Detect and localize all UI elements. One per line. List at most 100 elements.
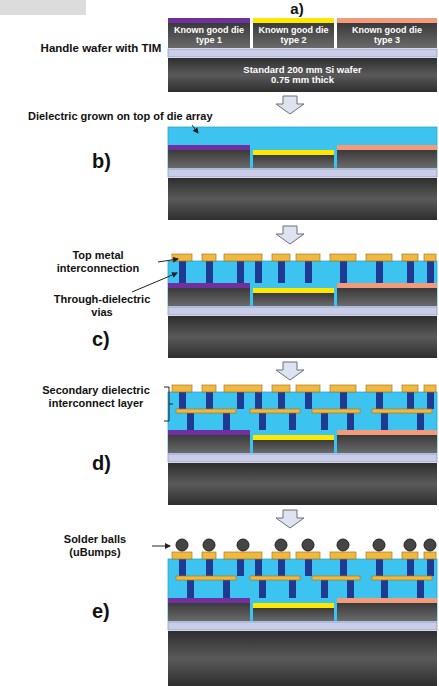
solder-ball [337,539,349,551]
layer-shape [224,254,262,261]
layer-shape [172,552,192,559]
layer-shape [168,454,437,462]
layer-shape [424,254,436,261]
die-box: Known good die type 3 [337,18,437,48]
layer-shape [168,463,437,505]
layer-shape [187,413,194,430]
layer-shape [272,552,290,559]
layer-shape [253,440,334,453]
layer-shape [278,261,285,283]
step-label: b) [92,150,126,173]
layer-shape [296,254,320,261]
layer-shape [372,409,432,413]
layer-shape [237,261,244,283]
layer-shape [417,580,424,598]
layer-shape [340,261,347,283]
layer-shape [168,430,250,435]
layer-shape [168,127,437,168]
callout-label: Through-dielectric vias [52,293,152,318]
layer-shape [223,580,230,598]
layer-shape [253,608,334,621]
layer-shape [272,385,290,392]
solder-ball [404,539,416,551]
solder-ball [176,539,188,551]
layer-shape [259,413,266,430]
layer-shape [255,261,262,283]
layer-shape [168,559,437,621]
layer-shape [289,580,296,598]
layer-shape [224,385,262,392]
layer-shape [305,392,312,409]
layer-shape [168,288,250,306]
layer-shape [179,261,186,283]
callout-label: Top metal interconnection [40,249,156,274]
layer-shape [402,552,418,559]
callout-label: Secondary dielectric interconnect layer [30,384,162,409]
layer-shape [253,288,334,293]
solder-ball [373,539,385,551]
layer-shape [321,413,328,430]
layer-shape [168,145,250,150]
layer-shape [237,392,244,409]
layer-shape [168,307,437,315]
layer-shape [206,261,213,283]
layer-shape [424,385,436,392]
layer-shape [259,580,266,598]
layer-shape [337,283,437,288]
layer-shape [366,254,392,261]
solder-ball [302,539,314,551]
step-label: a) [282,0,312,17]
layer-shape [330,385,356,392]
layer-shape [168,150,250,168]
layer-shape [168,283,250,288]
layer-shape [427,392,434,409]
layer-shape [337,288,437,306]
layer-shape [347,580,354,598]
layer-shape [168,178,437,220]
layer-shape [278,392,285,409]
layer-shape [381,580,388,598]
layer-shape [305,261,312,283]
layer-shape [168,631,437,686]
layer-shape [253,293,334,306]
layer-shape [312,409,360,413]
layer-shape [337,145,437,150]
layer-shape [168,435,250,453]
solder-ball [424,539,436,551]
layer-shape [253,150,334,155]
layer-shape [168,316,437,358]
solder-ball [275,539,287,551]
layer-shape [372,576,432,580]
layer-shape [402,385,418,392]
layer-shape [312,576,360,580]
layer-shape [296,552,320,559]
node-text: Known good die type 1 [171,26,247,46]
layer-shape [417,413,424,430]
node-text: Standard 200 mm Si wafer 0.75 mm thick [238,65,368,86]
layer-shape [250,409,300,413]
layer-shape [340,392,347,409]
layer-shape [255,392,262,409]
wafer-box: Standard 200 mm Si wafer 0.75 mm thick [168,58,437,92]
layer-shape [172,385,192,392]
layer-shape [179,559,186,576]
callout-label: Handle wafer with TIM [38,42,164,55]
layer-shape [179,392,186,409]
layer-shape [376,559,383,576]
layer-shape [202,254,216,261]
layer-shape [366,552,392,559]
layer-shape [407,392,414,409]
step-label: c) [92,328,126,351]
layer-shape [206,392,213,409]
layer-shape [272,254,290,261]
layer-shape [224,552,262,559]
solder-ball [203,539,215,551]
layer-shape [202,385,216,392]
die-box: Known good die type 1 [168,18,250,48]
die-box: Known good die type 2 [253,18,334,48]
layer-shape [376,261,383,283]
layer-shape [168,49,437,57]
layer-shape [176,409,236,413]
layer-shape [407,559,414,576]
